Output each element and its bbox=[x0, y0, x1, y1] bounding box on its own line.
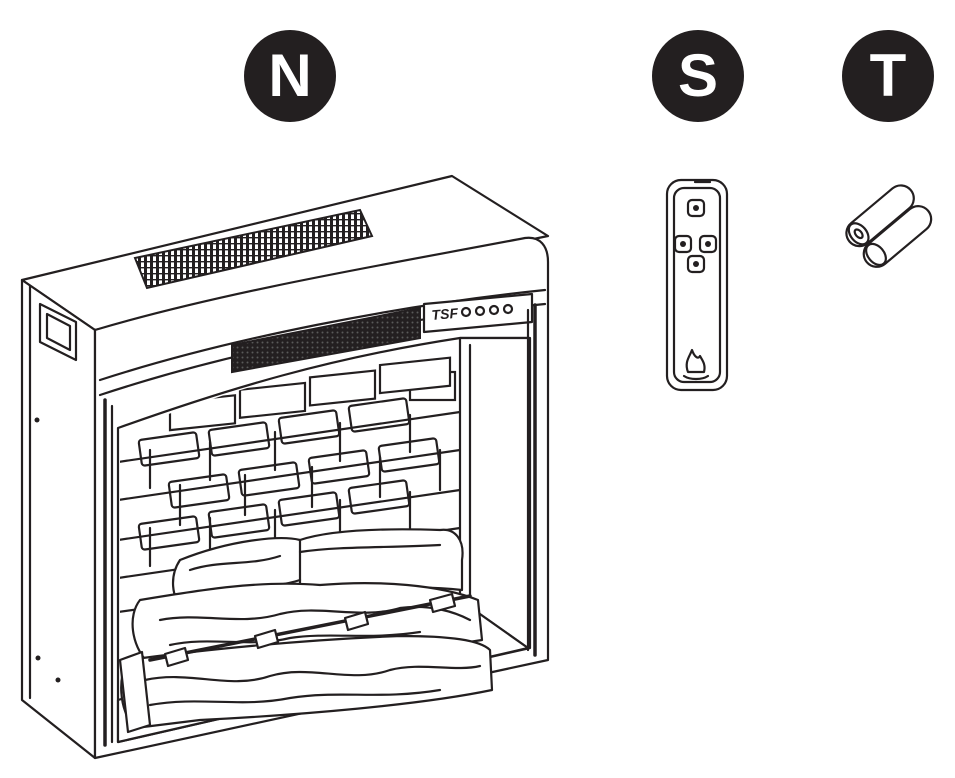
panel-button-heat bbox=[488, 304, 500, 316]
remote-buttons[interactable] bbox=[673, 198, 718, 274]
brand-logo: TSF bbox=[431, 305, 459, 323]
side-screw bbox=[34, 417, 40, 423]
remote-control bbox=[665, 178, 729, 392]
top-vent-grille bbox=[133, 208, 374, 290]
part-label-n: N bbox=[244, 30, 336, 122]
timer-icon bbox=[680, 241, 686, 247]
panel-button-flame bbox=[502, 303, 514, 315]
control-panel-buttons[interactable] bbox=[460, 303, 514, 318]
side-screw bbox=[55, 677, 61, 683]
power-icon bbox=[693, 205, 699, 211]
part-label-t: T bbox=[842, 30, 934, 122]
panel-button-timer bbox=[474, 305, 486, 317]
part-label-n-text: N bbox=[268, 42, 312, 109]
part-label-s-text: S bbox=[677, 42, 719, 109]
side-screw bbox=[35, 655, 41, 661]
fireplace-insert: TSF bbox=[20, 174, 550, 760]
flame-icon bbox=[682, 348, 710, 381]
part-label-t-text: T bbox=[869, 42, 907, 109]
part-label-s: S bbox=[652, 30, 744, 122]
log-set bbox=[118, 528, 494, 734]
panel-button-power bbox=[460, 306, 472, 318]
heat-icon bbox=[705, 241, 711, 247]
aaa-batteries bbox=[845, 184, 933, 268]
header-speaker-grille bbox=[231, 306, 421, 374]
